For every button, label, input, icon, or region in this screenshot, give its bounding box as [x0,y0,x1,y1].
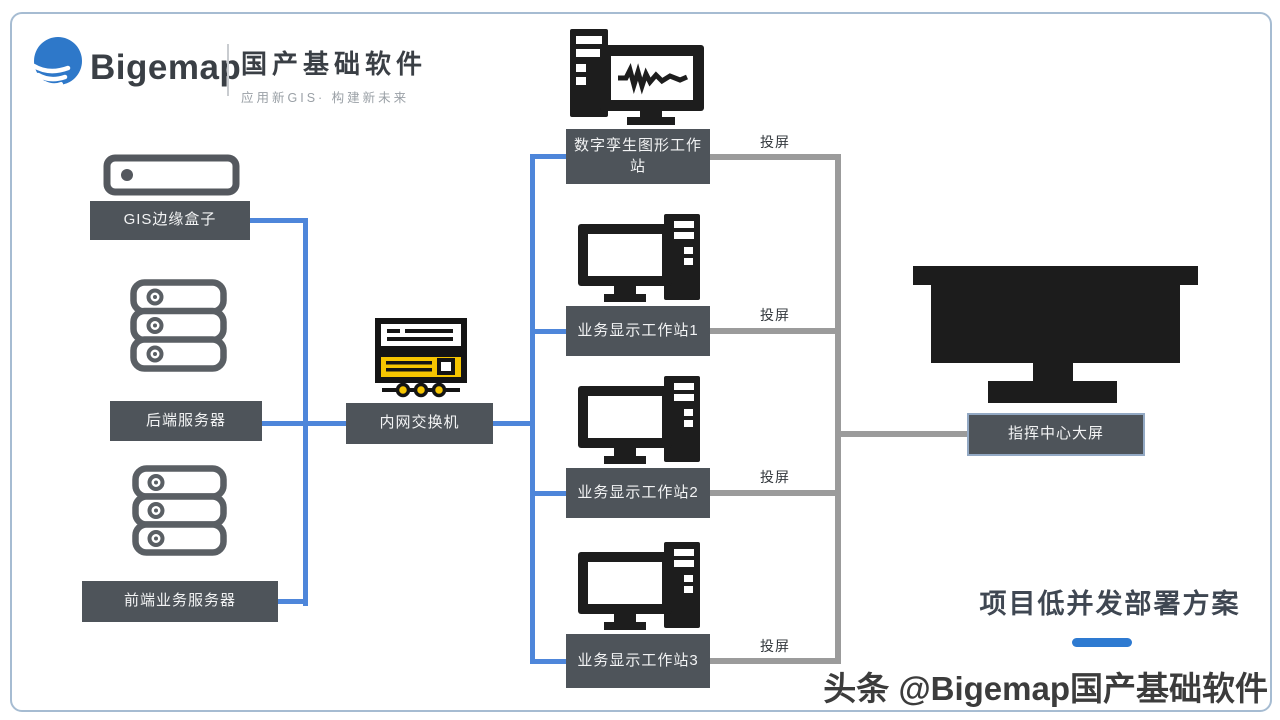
cast-line-twinws [708,154,838,160]
connector-bus-to-twinws [533,154,568,159]
cast-label-ws3: 投屏 [760,638,790,654]
diagram-title: 项目低并发部署方案 [979,589,1241,619]
cast-label-ws1: 投屏 [760,307,790,323]
cast-label-twinws: 投屏 [760,134,790,150]
command-center-screen-icon [913,266,1198,408]
connector-right-bus [530,154,535,664]
twin-workstation-icon [570,29,704,130]
connector-bus-to-ws1 [533,329,568,334]
display-workstation2-label: 业务显示工作站2 [566,468,710,518]
display-workstation3-icon [578,542,706,637]
cast-line-ws2 [708,490,838,496]
connector-gisbox-to-bus [248,218,306,223]
header-divider [227,44,229,96]
intranet-switch-label: 内网交换机 [346,403,493,444]
cast-line-ws3 [708,658,838,664]
display-workstation1-label: 业务显示工作站1 [566,306,710,356]
display-workstation1-icon [578,214,706,309]
frontend-server-icon [132,465,227,562]
brand-name: Bigemap [90,48,242,87]
gis-edge-box-label: GIS边缘盒子 [90,201,250,240]
connector-switch-to-rightbus [491,421,535,426]
twin-workstation-label: 数字孪生图形工作站 [566,129,710,184]
frontend-server-label: 前端业务服务器 [82,581,278,622]
connector-bus-to-ws3 [533,659,568,664]
intranet-switch-icon [375,318,467,405]
cast-bus [835,154,841,664]
cast-label-ws2: 投屏 [760,469,790,485]
backend-server-label: 后端服务器 [110,401,262,441]
connector-bus-to-ws2 [533,491,568,496]
display-workstation3-label: 业务显示工作站3 [566,634,710,688]
gis-edge-box-icon [103,154,240,201]
watermark-text: 头条 @Bigemap国产基础软件 [823,670,1268,707]
display-workstation2-icon [578,376,706,471]
connector-frontend-to-bus [274,599,306,604]
backend-server-icon [130,279,227,377]
title-underline-bar [1072,638,1132,647]
cast-line-ws1 [708,328,838,334]
connector-backend-to-switch [258,421,348,426]
connector-left-bus [303,218,308,606]
cast-line-to-bigscreen [835,431,968,437]
product-slogan: 应用新GIS· 构建新未来 [241,91,410,105]
command-center-screen-label: 指挥中心大屏 [967,413,1145,456]
bigemap-logo-icon [31,36,84,88]
product-name: 国产基础软件 [241,49,428,79]
